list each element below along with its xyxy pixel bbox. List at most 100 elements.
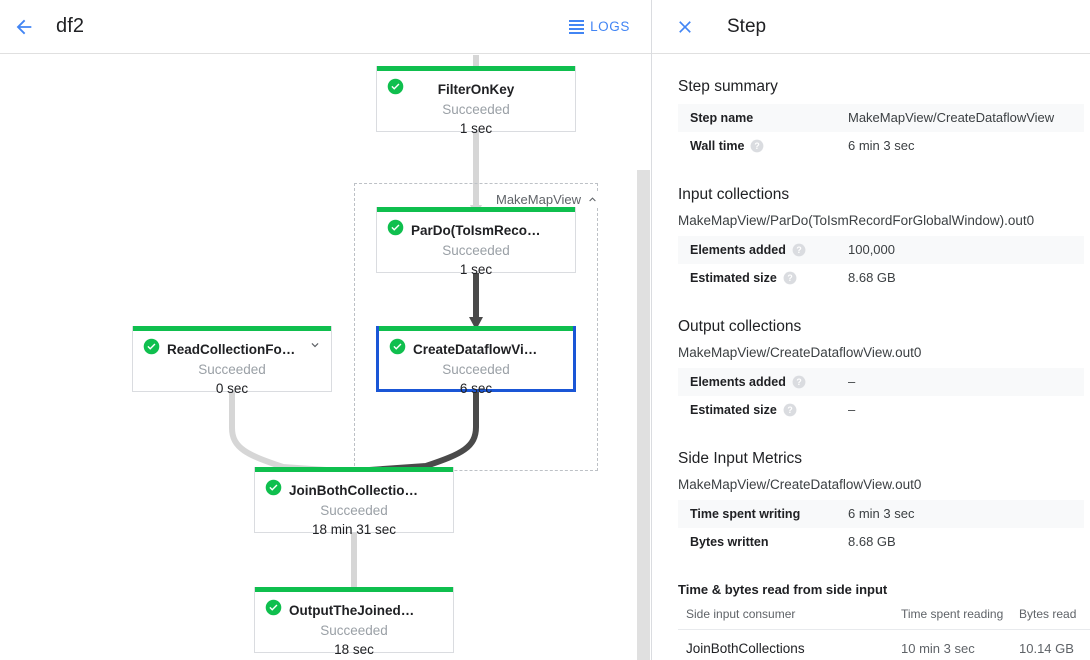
node-title: ReadCollectionForJoin [167, 342, 315, 357]
input-collection-name: MakeMapView/ParDo(ToIsmRecordForGlobalWi… [678, 213, 1035, 228]
arrow-back-icon[interactable] [12, 15, 36, 39]
close-glyph [679, 20, 691, 33]
row-key-text: Estimated size [690, 271, 777, 285]
section-heading-output-collections: Output collections [678, 318, 802, 335]
help-icon[interactable]: ? [783, 403, 797, 417]
row-value: 100,000 [848, 242, 895, 257]
section-heading-step-summary: Step summary [678, 78, 778, 95]
node-time: 1 sec [459, 262, 493, 277]
input-collections-table: Elements added? 100,000 Estimated size? … [678, 236, 1084, 292]
cell-consumer: JoinBothCollections [678, 629, 893, 660]
page-title: df2 [56, 15, 85, 37]
node-body: JoinBothCollections Succeeded 18 min 31 … [255, 467, 453, 538]
row-key: Bytes written [690, 535, 769, 549]
logs-button[interactable]: LOGS [565, 14, 634, 39]
arrow-back-glyph [16, 19, 32, 34]
check-circle-icon [265, 479, 282, 496]
table-row: JoinBothCollections 10 min 3 sec 10.14 G… [678, 629, 1090, 660]
table-row: Wall time? 6 min 3 sec [678, 132, 1084, 160]
composite-group-label[interactable]: MakeMapView [493, 192, 603, 207]
node-status-accent [255, 467, 453, 472]
row-key-text: Wall time [690, 139, 745, 153]
column-header-time: Time spent reading [893, 601, 1011, 630]
graph-node-createdataflowview[interactable]: CreateDataflowView Succeeded 6 sec [376, 326, 576, 396]
logs-button-label: LOGS [590, 19, 630, 34]
help-icon[interactable]: ? [750, 139, 764, 153]
row-key: Elements added? [678, 368, 848, 396]
edge-arrow-2 [469, 317, 483, 330]
row-key-text: Elements added [690, 243, 786, 257]
check-circle-icon [389, 338, 406, 355]
node-status: Succeeded [442, 243, 510, 258]
table-row: Elements added? – [678, 368, 1084, 396]
node-status: Succeeded [320, 623, 388, 638]
node-status-accent [255, 587, 453, 592]
node-time: 18 min 31 sec [311, 522, 397, 537]
node-body: FilterOnKey Succeeded 1 sec [377, 66, 575, 137]
node-status: Succeeded [320, 503, 388, 518]
table-body: JoinBothCollections 10 min 3 sec 10.14 G… [678, 629, 1090, 660]
graph-node-filteronkey[interactable]: FilterOnKey Succeeded 1 sec [376, 66, 576, 136]
step-panel-title: Step [727, 15, 767, 37]
graph-node-pardo-toismrecord[interactable]: ParDo(ToIsmRecordFor… Succeeded 1 sec [376, 207, 576, 277]
node-body: ParDo(ToIsmRecordFor… Succeeded 1 sec [377, 207, 575, 278]
help-icon[interactable]: ? [783, 271, 797, 285]
help-icon[interactable]: ? [792, 375, 806, 389]
check-circle-icon [143, 338, 160, 355]
cell-bytes: 10.14 GB [1011, 629, 1090, 660]
node-time: 6 sec [459, 381, 493, 396]
step-panel-content: Step summary Step name MakeMapView/Creat… [652, 54, 1090, 660]
table-head: Side input consumer Time spent reading B… [678, 601, 1090, 630]
svg-text:?: ? [796, 245, 801, 255]
node-time: 1 sec [459, 121, 493, 136]
table-header-row: Side input consumer Time spent reading B… [678, 601, 1090, 630]
graph-node-readcollectionforjoin[interactable]: ReadCollectionForJoin Succeeded 0 sec [132, 326, 332, 396]
step-details-panel: Step Step summary Step name MakeMapView/… [652, 0, 1090, 660]
cell-time: 10 min 3 sec [893, 629, 1011, 660]
graph-node-joinbothcollections[interactable]: JoinBothCollections Succeeded 18 min 31 … [254, 467, 454, 537]
table-row: Step name MakeMapView/CreateDataflowView [678, 104, 1084, 132]
graph-vertical-scrollbar[interactable] [637, 170, 650, 660]
job-graph-panel: df2 LOGS [0, 0, 652, 660]
node-title: OutputTheJoinedCollec… [289, 603, 453, 618]
section-heading-side-input-metrics: Side Input Metrics [678, 450, 803, 467]
row-value: – [848, 374, 856, 389]
job-graph-canvas[interactable]: MakeMapView FilterOnKey Succeeded 1 sec [0, 55, 651, 660]
node-time: 18 sec [334, 642, 374, 657]
node-status: Succeeded [442, 362, 510, 377]
table-row: Bytes written 8.68 GB [678, 528, 1084, 556]
svg-text:?: ? [796, 377, 801, 387]
svg-text:?: ? [787, 273, 792, 283]
close-icon[interactable] [673, 15, 697, 39]
chevron-up-icon[interactable] [586, 193, 599, 206]
help-icon[interactable]: ? [792, 243, 806, 257]
svg-text:?: ? [787, 405, 792, 415]
column-header-consumer: Side input consumer [678, 601, 893, 630]
node-title: FilterOnKey [437, 82, 515, 97]
step-summary-table: Step name MakeMapView/CreateDataflowView… [678, 104, 1084, 160]
svg-text:?: ? [755, 141, 760, 151]
chevron-down-icon[interactable] [308, 338, 322, 352]
row-value: 8.68 GB [848, 534, 896, 549]
row-key: Estimated size? [678, 396, 848, 424]
node-status-accent [377, 207, 575, 212]
composite-group-label-text: MakeMapView [496, 192, 582, 207]
check-circle-icon [387, 78, 404, 95]
composite-group-makemapview[interactable] [354, 183, 598, 471]
row-key-text: Estimated size [690, 403, 777, 417]
node-body: CreateDataflowView Succeeded 6 sec [379, 326, 573, 397]
table-row: Time spent writing 6 min 3 sec [678, 500, 1084, 528]
node-title: CreateDataflowView [413, 342, 542, 357]
row-key-text: Elements added [690, 375, 786, 389]
node-title: JoinBothCollections [289, 483, 421, 498]
graph-node-outputthejoinedcollection[interactable]: OutputTheJoinedCollec… Succeeded 18 sec [254, 587, 454, 657]
row-value: 6 min 3 sec [848, 138, 915, 153]
side-input-consumer-table: Side input consumer Time spent reading B… [678, 601, 1090, 660]
table-row: Estimated size? 8.68 GB [678, 264, 1084, 292]
row-key: Elements added? [678, 236, 848, 264]
node-status-accent [377, 66, 575, 71]
node-status: Succeeded [198, 362, 266, 377]
section-heading-input-collections: Input collections [678, 186, 790, 203]
table-row: Elements added? 100,000 [678, 236, 1084, 264]
